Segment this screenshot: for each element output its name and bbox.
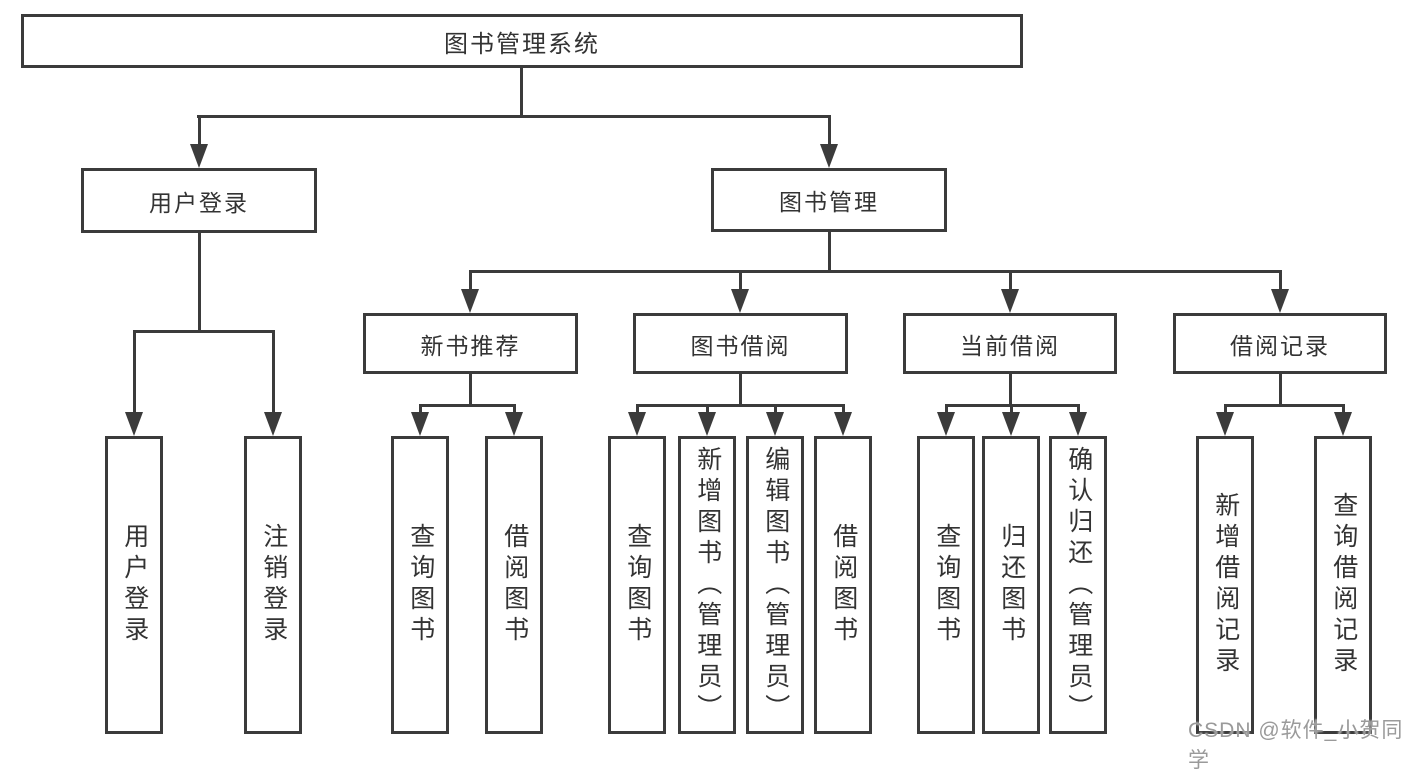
- connector-book-mgmt-drop-2: [739, 270, 742, 291]
- arrowhead-to-current-borrow: [1001, 289, 1019, 313]
- arrowhead-borrow-2: [698, 412, 716, 436]
- leaf-recommend-borrow-books: 借阅图书: [485, 436, 543, 734]
- leaf-query-borrow-record-label: 查询借阅记录: [1329, 492, 1358, 678]
- leaf-edit-books-admin: 编辑图书（管理员）: [746, 436, 804, 734]
- connector-current-drop-3: [1077, 404, 1080, 416]
- connector-root-bar: [197, 115, 831, 118]
- arrowhead-to-user-login: [190, 144, 208, 168]
- leaf-logout: 注销登录: [244, 436, 302, 734]
- leaf-confirm-return-admin: 确认归还（管理员）: [1049, 436, 1107, 734]
- connector-user-login-bar: [133, 330, 275, 333]
- arrowhead-to-borrow-records: [1271, 289, 1289, 313]
- leaf-add-borrow-record: 新增借阅记录: [1196, 436, 1254, 734]
- connector-book-mgmt-drop-1: [469, 270, 472, 291]
- node-book-management-label: 图书管理: [779, 189, 879, 215]
- connector-recommend-drop-1: [419, 404, 422, 416]
- arrowhead-borrow-4: [834, 412, 852, 436]
- leaf-add-borrow-record-label: 新增借阅记录: [1211, 492, 1240, 678]
- leaf-recommend-query-books: 查询图书: [391, 436, 449, 734]
- connector-current-stem: [1009, 374, 1012, 407]
- connector-user-login-stem: [198, 233, 201, 333]
- leaf-borrow-query-books-label: 查询图书: [623, 523, 652, 647]
- node-library-system: 图书管理系统: [21, 14, 1023, 68]
- arrowhead-recommend-2: [505, 412, 523, 436]
- leaf-recommend-borrow-books-label: 借阅图书: [500, 523, 529, 647]
- arrowhead-borrow-1: [628, 412, 646, 436]
- connector-book-mgmt-drop-4: [1279, 270, 1282, 291]
- arrowhead-borrow-3: [766, 412, 784, 436]
- arrowhead-recommend-1: [411, 412, 429, 436]
- arrowhead-records-1: [1216, 412, 1234, 436]
- node-borrow-records: 借阅记录: [1173, 313, 1387, 374]
- leaf-borrow-books-label: 借阅图书: [829, 523, 858, 647]
- connector-root-stem: [520, 68, 523, 118]
- arrowhead-to-book-borrow: [731, 289, 749, 313]
- connector-records-bar: [1224, 404, 1345, 407]
- node-library-system-label: 图书管理系统: [444, 30, 600, 58]
- arrowhead-to-leaf-logout: [264, 412, 282, 436]
- connector-borrow-stem: [739, 374, 742, 407]
- leaf-logout-label: 注销登录: [259, 523, 288, 647]
- leaf-add-books-admin-label: 新增图书（管理员）: [693, 445, 722, 725]
- arrowhead-current-2: [1002, 412, 1020, 436]
- node-new-book-recommend: 新书推荐: [363, 313, 578, 374]
- arrowhead-records-2: [1334, 412, 1352, 436]
- node-book-borrow-label: 图书借阅: [690, 332, 791, 359]
- leaf-borrow-books: 借阅图书: [814, 436, 872, 734]
- leaf-current-query-books: 查询图书: [917, 436, 975, 734]
- connector-records-drop-2: [1342, 404, 1345, 416]
- connector-records-drop-1: [1224, 404, 1227, 416]
- leaf-current-query-books-label: 查询图书: [932, 523, 961, 647]
- arrowhead-to-new-book-recommend: [461, 289, 479, 313]
- connector-root-drop-left: [198, 115, 201, 145]
- connector-root-drop-right: [828, 115, 831, 145]
- connector-recommend-stem: [469, 374, 472, 407]
- node-current-borrow: 当前借阅: [903, 313, 1117, 374]
- arrowhead-to-book-management: [820, 144, 838, 168]
- leaf-recommend-query-books-label: 查询图书: [406, 523, 435, 647]
- connector-recommend-drop-2: [513, 404, 516, 416]
- connector-borrow-bar: [636, 404, 845, 407]
- connector-book-mgmt-stem: [828, 232, 831, 273]
- connector-borrow-drop-3: [774, 404, 777, 416]
- leaf-borrow-query-books: 查询图书: [608, 436, 666, 734]
- connector-user-login-drop-1: [133, 330, 136, 414]
- node-borrow-records-label: 借阅记录: [1230, 332, 1330, 359]
- node-new-book-recommend-label: 新书推荐: [420, 332, 521, 359]
- connector-current-drop-1: [945, 404, 948, 416]
- leaf-user-login-label: 用户登录: [120, 523, 149, 647]
- connector-borrow-drop-4: [842, 404, 845, 416]
- leaf-return-books-label: 归还图书: [997, 523, 1026, 647]
- arrowhead-current-3: [1069, 412, 1087, 436]
- node-user-login-label: 用户登录: [149, 189, 249, 216]
- leaf-edit-books-admin-label: 编辑图书（管理员）: [761, 445, 790, 725]
- node-user-login: 用户登录: [81, 168, 317, 233]
- connector-book-mgmt-drop-3: [1009, 270, 1012, 291]
- leaf-query-borrow-record: 查询借阅记录: [1314, 436, 1372, 734]
- connector-borrow-drop-2: [706, 404, 709, 416]
- arrowhead-to-leaf-user-login: [125, 412, 143, 436]
- watermark: CSDN @软件_小贺同学: [1188, 719, 1404, 772]
- connector-user-login-drop-2: [272, 330, 275, 414]
- node-current-borrow-label: 当前借阅: [960, 332, 1060, 359]
- node-book-management: 图书管理: [711, 168, 947, 232]
- connector-recommend-bar: [419, 404, 516, 407]
- node-book-borrow: 图书借阅: [633, 313, 848, 374]
- leaf-user-login: 用户登录: [105, 436, 163, 734]
- leaf-confirm-return-admin-label: 确认归还（管理员）: [1064, 445, 1093, 725]
- leaf-return-books: 归还图书: [982, 436, 1040, 734]
- connector-book-mgmt-bar: [469, 270, 1281, 273]
- arrowhead-current-1: [937, 412, 955, 436]
- connector-current-drop-2: [1010, 404, 1013, 416]
- connector-records-stem: [1279, 374, 1282, 407]
- connector-borrow-drop-1: [636, 404, 639, 416]
- leaf-add-books-admin: 新增图书（管理员）: [678, 436, 736, 734]
